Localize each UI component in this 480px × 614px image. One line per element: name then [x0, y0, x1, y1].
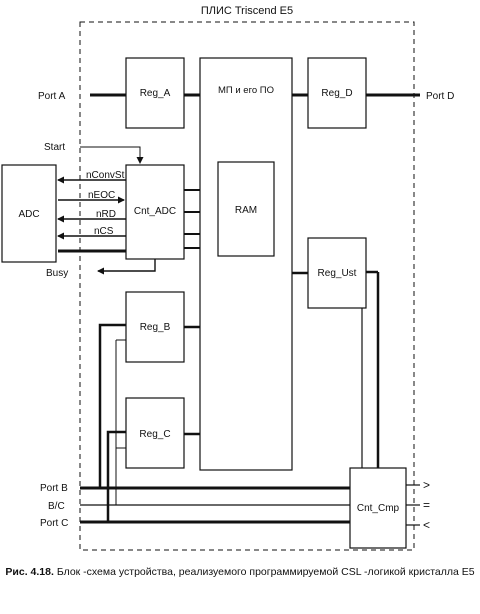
block-diagram: ПЛИС Triscend E5 ADC Reg_A МП и его ПО R… [1, 5, 454, 551]
neoc-label: nEOC [88, 190, 115, 201]
nrd-label: nRD [96, 209, 116, 220]
cmp-lt-label: < [423, 518, 430, 532]
cnt-cmp-label: Cnt_Cmp [357, 503, 400, 514]
reg-b-label: Reg_B [140, 322, 171, 333]
reg-a-label: Reg_A [140, 88, 171, 99]
busy-line [97, 259, 156, 275]
ram-label: RAM [235, 205, 257, 216]
reg-d-label: Reg_D [321, 88, 352, 99]
reg-ust-label: Reg_Ust [318, 268, 357, 279]
start-line [80, 146, 144, 164]
chip-title: ПЛИС Triscend E5 [201, 5, 293, 17]
mp-block [199, 57, 293, 471]
mp-label: МП и его ПО [218, 85, 274, 96]
start-label: Start [44, 142, 65, 153]
figure-caption: Рис. 4.18. Блок -схема устройства, реали… [0, 566, 480, 579]
cmp-gt-label: > [423, 478, 430, 492]
cnt-adc-label: Cnt_ADC [134, 206, 176, 217]
port-b-label: Port B [40, 483, 68, 494]
cnt-cmp-block [349, 467, 407, 549]
reg-c-input-line [106, 430, 126, 522]
reg-a-block [125, 57, 185, 129]
adc-block [1, 164, 57, 263]
caption-text: Блок -схема устройства, реализуемого про… [56, 566, 475, 578]
reg-c-label: Reg_C [139, 429, 170, 440]
adc-label: ADC [18, 209, 39, 220]
cmp-eq-label: = [423, 498, 430, 512]
chip-boundary [79, 21, 415, 551]
reg-b-block [125, 291, 185, 363]
nconvst-label: nConvSt [86, 170, 125, 181]
busy-label: Busy [46, 268, 68, 279]
caption-number: Рис. 4.18. [5, 566, 54, 578]
ram-block [217, 161, 275, 257]
port-c-label: Port C [40, 518, 68, 529]
reg-d-block [307, 57, 367, 129]
bc-label: B/C [48, 501, 65, 512]
ncs-label: nCS [94, 226, 114, 237]
port-d-label: Port D [426, 91, 454, 102]
port-a-label: Port A [38, 91, 66, 102]
reg-b-input-line [98, 323, 126, 488]
